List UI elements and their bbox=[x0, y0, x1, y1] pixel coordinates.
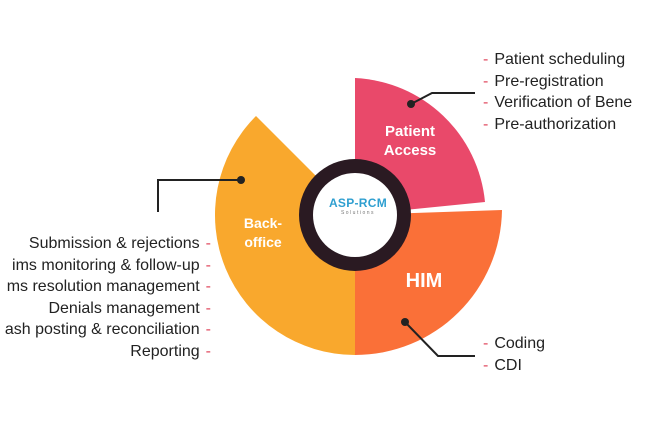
list-item-text: ims monitoring & follow-up bbox=[12, 256, 200, 274]
list-item: ms resolution management- bbox=[5, 276, 211, 298]
list-item: -CDI bbox=[483, 355, 545, 377]
bullet-dash: - bbox=[205, 321, 211, 338]
logo-subtext: Solutions bbox=[340, 210, 376, 216]
list-item-text: Denials management bbox=[48, 299, 200, 317]
list-item-text: Coding bbox=[494, 335, 546, 352]
list-item-text: ash posting & reconciliation bbox=[4, 321, 200, 338]
patient-access-label-line2: Access bbox=[384, 142, 437, 159]
back-office-list: Submission & rejections-ims monitoring &… bbox=[5, 233, 211, 362]
list-item-text: Reporting bbox=[130, 342, 200, 360]
list-item: -Patient scheduling bbox=[483, 49, 632, 71]
bullet-dash: - bbox=[205, 299, 211, 317]
logo-text: ASP-RCM bbox=[328, 196, 388, 210]
back-office-segment bbox=[214, 116, 355, 355]
list-item-text: Pre-authorization bbox=[494, 115, 617, 133]
list-item: ims monitoring & follow-up- bbox=[5, 255, 211, 277]
bullet-dash: - bbox=[483, 356, 489, 374]
list-item-text: ms resolution management bbox=[6, 278, 200, 295]
him-list: -Coding-CDI bbox=[483, 333, 545, 376]
list-item: -Pre-registration bbox=[483, 71, 632, 93]
connector-dot-icon bbox=[237, 176, 245, 184]
bullet-dash: - bbox=[205, 342, 211, 360]
connector-line-back-office bbox=[157, 179, 241, 212]
list-item: -Verification of Bene bbox=[483, 92, 632, 114]
asp-rcm-logo: ASP-RCM Solutions bbox=[318, 196, 398, 236]
list-item-text: Submission & rejections bbox=[28, 235, 200, 252]
bullet-dash: - bbox=[483, 115, 489, 133]
list-item: -Coding bbox=[483, 333, 545, 355]
connector-line-him bbox=[404, 321, 475, 357]
list-item: Submission & rejections- bbox=[5, 233, 211, 255]
list-item: Denials management- bbox=[5, 298, 211, 320]
bullet-dash: - bbox=[205, 256, 211, 274]
bullet-dash: - bbox=[205, 278, 211, 295]
connector-dot-icon bbox=[407, 100, 415, 108]
list-item-text: CDI bbox=[494, 356, 522, 374]
back-office-label-line2: office bbox=[244, 234, 282, 250]
list-item-text: Pre-registration bbox=[494, 72, 604, 90]
him-label: HIM bbox=[406, 270, 443, 292]
bullet-dash: - bbox=[483, 94, 489, 111]
list-item-text: Verification of Bene bbox=[494, 94, 633, 111]
bullet-dash: - bbox=[483, 51, 489, 68]
center-disc bbox=[313, 173, 397, 257]
patient-access-label-line1: Patient bbox=[385, 123, 435, 140]
list-item-text: Patient scheduling bbox=[494, 51, 626, 68]
connector-line-patient-access bbox=[410, 92, 475, 105]
list-item: -Pre-authorization bbox=[483, 114, 632, 136]
list-item: ash posting & reconciliation- bbox=[5, 319, 211, 341]
connector-dot-icon bbox=[401, 318, 409, 326]
bullet-dash: - bbox=[483, 72, 489, 90]
bullet-dash: - bbox=[205, 235, 211, 252]
bullet-dash: - bbox=[483, 335, 489, 352]
back-office-label-line1: Back- bbox=[244, 215, 282, 231]
list-item: Reporting- bbox=[5, 341, 211, 363]
patient-access-list: -Patient scheduling-Pre-registration-Ver… bbox=[483, 49, 632, 135]
